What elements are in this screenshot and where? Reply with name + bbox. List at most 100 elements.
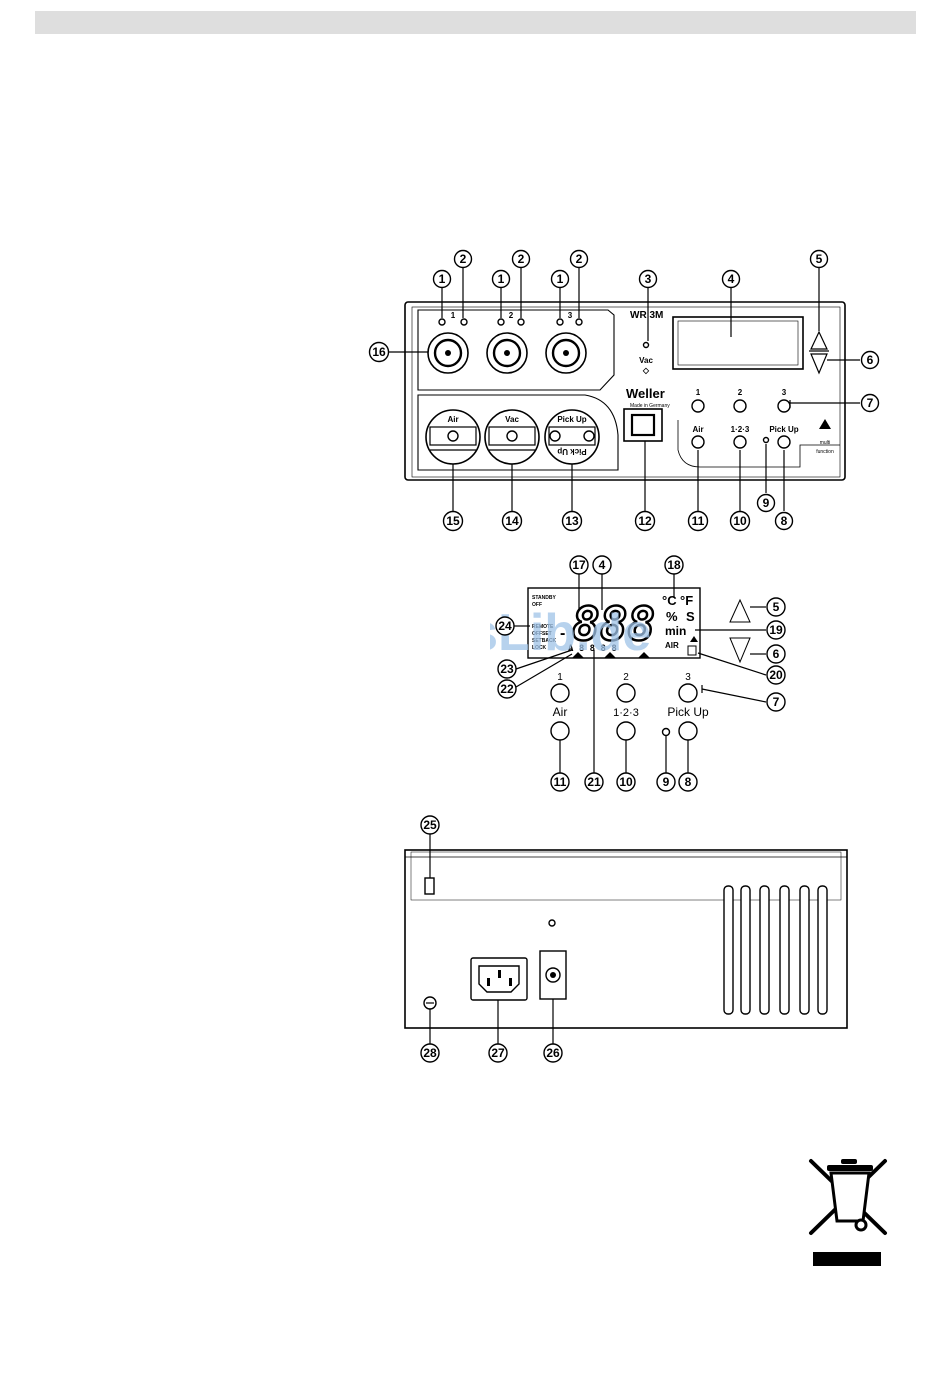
front-ch3-label: 3 xyxy=(568,311,573,320)
svg-text:9: 9 xyxy=(663,775,670,789)
svg-text:8: 8 xyxy=(685,775,692,789)
svg-text:24: 24 xyxy=(498,619,512,633)
front-status-led xyxy=(762,436,770,444)
disp-123-label: 1·2·3 xyxy=(613,707,639,719)
disp-channel-2-button[interactable] xyxy=(616,683,636,703)
svg-text:11: 11 xyxy=(692,514,705,528)
callout-7-display: 7 xyxy=(766,692,786,712)
callout-11: 11 xyxy=(687,510,709,532)
callout-10: 10 xyxy=(729,510,751,532)
callout-16: 16 xyxy=(368,341,390,363)
front-callout-lines xyxy=(388,268,860,511)
svg-text:2: 2 xyxy=(518,252,525,266)
connector-1 xyxy=(427,332,469,374)
callout-28: 28 xyxy=(420,1043,440,1063)
svg-text:6: 6 xyxy=(773,647,780,661)
svg-text:1: 1 xyxy=(439,272,446,286)
unit-percent: % xyxy=(666,609,678,624)
front-channel-2-button[interactable] xyxy=(733,399,747,413)
svg-text:23: 23 xyxy=(500,662,514,676)
channel-3-marker xyxy=(638,652,650,658)
display-down-arrow[interactable] xyxy=(729,637,751,664)
svg-text:4: 4 xyxy=(728,272,735,286)
front-channel-1-button[interactable] xyxy=(691,399,705,413)
disp-pickup-label: Pick Up xyxy=(667,705,709,719)
front-air-label: Air xyxy=(692,425,703,434)
fuse-holder[interactable] xyxy=(424,877,435,895)
valve-pickup-label: Pick Up xyxy=(557,415,586,424)
callout-21: 21 xyxy=(584,772,604,792)
mode-setback: SETBACK xyxy=(532,638,557,644)
svg-text:11: 11 xyxy=(554,775,567,789)
svg-text:19: 19 xyxy=(769,623,783,637)
weee-disposal-icon xyxy=(809,1159,887,1266)
valve-air-label: Air xyxy=(447,415,458,424)
svg-text:26: 26 xyxy=(546,1046,560,1060)
callout-8-display: 8 xyxy=(678,772,698,792)
air-indicator-icon xyxy=(690,636,698,642)
connector-3 xyxy=(545,332,587,374)
disp-channel-3-button[interactable] xyxy=(678,683,698,703)
svg-text:17: 17 xyxy=(572,558,586,572)
disp-channel-1-button[interactable] xyxy=(550,683,570,703)
power-socket[interactable] xyxy=(470,957,528,1001)
callout-2a: 2 xyxy=(453,249,473,269)
callout-6: 6 xyxy=(860,350,880,370)
svg-text:4: 4 xyxy=(599,558,606,572)
front-btn2-label: 2 xyxy=(738,388,743,397)
svg-text:15: 15 xyxy=(446,514,460,528)
svg-text:6: 6 xyxy=(867,353,874,367)
channel-leds xyxy=(438,318,583,326)
callout-2c: 2 xyxy=(569,249,589,269)
callout-5: 5 xyxy=(809,249,829,269)
front-ch1-label: 1 xyxy=(451,311,456,320)
up-arrow-button[interactable] xyxy=(810,330,828,350)
valve-pickup[interactable] xyxy=(544,409,600,465)
front-pickup-label: Pick Up xyxy=(769,425,798,434)
svg-text:9: 9 xyxy=(763,496,770,510)
callout-12: 12 xyxy=(634,510,656,532)
disp-air-label: Air xyxy=(553,705,568,719)
disp-123-button[interactable] xyxy=(616,721,636,741)
callout-9-display: 9 xyxy=(656,772,676,792)
callout-26: 26 xyxy=(543,1043,563,1063)
front-123-label: 1·2·3 xyxy=(731,425,750,434)
callout-14: 14 xyxy=(501,510,523,532)
mode-offset: OFFSET xyxy=(532,631,552,637)
callout-5-display: 5 xyxy=(766,597,786,617)
callout-9: 9 xyxy=(756,493,776,513)
svg-text:5: 5 xyxy=(773,600,780,614)
front-pickup-button[interactable] xyxy=(777,435,791,449)
unit-min: min xyxy=(665,624,686,638)
callout-1b: 1 xyxy=(491,269,511,289)
svg-text:2: 2 xyxy=(460,252,467,266)
disp-pickup-button[interactable] xyxy=(678,721,698,741)
unit-air: AIR xyxy=(665,641,679,650)
callout-22: 22 xyxy=(497,679,517,699)
front-123-button[interactable] xyxy=(733,435,747,449)
front-channel-3-button[interactable] xyxy=(777,399,791,413)
front-air-button[interactable] xyxy=(691,435,705,449)
esd-icon xyxy=(819,419,831,429)
callout-25: 25 xyxy=(420,815,440,835)
equipotential-socket[interactable] xyxy=(539,950,567,1000)
valve-air[interactable] xyxy=(425,409,481,465)
callout-10-display: 10 xyxy=(616,772,636,792)
callout-20: 20 xyxy=(766,665,786,685)
vac-arrow-icon: ◇ xyxy=(642,366,650,375)
callout-18: 18 xyxy=(664,555,684,575)
ventilation-grille xyxy=(723,885,828,1015)
callout-4-display: 4 xyxy=(592,555,612,575)
watermark: ManualsLib.de xyxy=(490,604,651,662)
down-arrow-button[interactable] xyxy=(810,353,828,375)
mode-standby: STANDBY xyxy=(532,595,556,601)
display-up-arrow[interactable] xyxy=(729,598,751,623)
svg-text:8: 8 xyxy=(781,514,788,528)
svg-text:21: 21 xyxy=(587,775,601,789)
connector-2 xyxy=(486,332,528,374)
disp-air-button[interactable] xyxy=(550,721,570,741)
minus-sign: - xyxy=(560,625,565,642)
valve-vac-label: Vac xyxy=(505,415,519,424)
mode-remote: REMOTE xyxy=(532,624,554,630)
callout-3: 3 xyxy=(638,269,658,289)
